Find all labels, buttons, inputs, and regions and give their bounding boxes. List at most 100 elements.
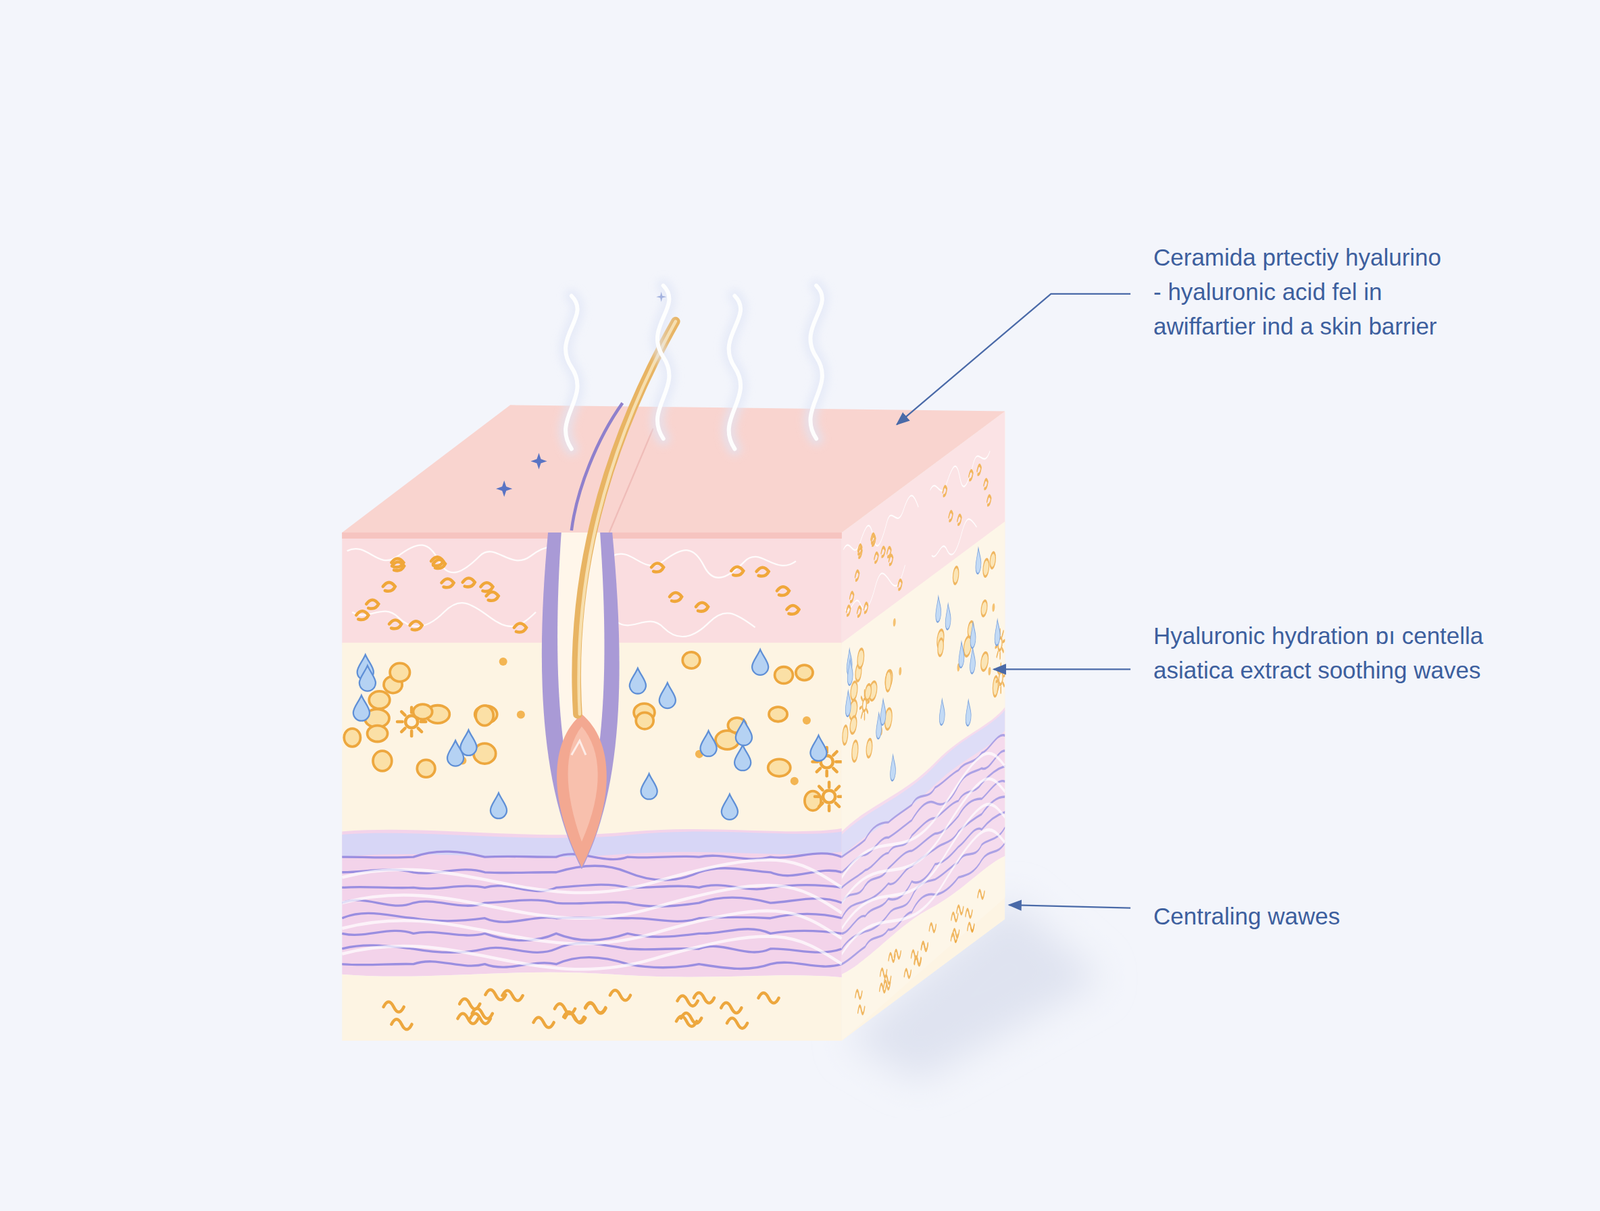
callout-label: Centraling wawes xyxy=(1153,898,1465,934)
cell-fleck xyxy=(480,582,493,592)
sun-ray xyxy=(827,782,832,788)
sun-ray xyxy=(827,805,832,811)
sun-ray xyxy=(835,760,842,764)
callout-label: Ceramida prtectiy hyalurino - hyaluronic… xyxy=(1153,239,1451,344)
sun-ray xyxy=(401,711,405,715)
sun-ray xyxy=(410,731,414,737)
cell xyxy=(768,706,788,722)
cell-fleck xyxy=(651,562,664,572)
cell xyxy=(413,704,433,719)
cell xyxy=(475,705,494,725)
cell-fleck xyxy=(410,620,423,630)
water-droplet xyxy=(752,649,769,675)
fat-squiggle xyxy=(502,990,523,1001)
water-droplet xyxy=(810,735,827,761)
cell-dot xyxy=(802,716,811,725)
sun-ray xyxy=(835,802,840,807)
cell-fleck xyxy=(389,619,402,629)
cell-fleck xyxy=(669,592,682,602)
cell-dot xyxy=(499,657,508,666)
fibre-wave xyxy=(341,859,842,893)
cell xyxy=(368,691,390,709)
fibre-wave xyxy=(341,910,842,944)
cell-fleck xyxy=(786,605,799,615)
sun-ray xyxy=(818,802,823,807)
sparkles xyxy=(495,291,667,497)
water-droplet xyxy=(659,682,676,709)
fibre-wave xyxy=(341,936,842,970)
water-droplet xyxy=(641,773,658,800)
sun-ray xyxy=(825,770,829,777)
cell-fleck xyxy=(366,600,379,609)
water-droplet xyxy=(359,665,376,692)
fibre-wave xyxy=(341,851,842,860)
sun-ray xyxy=(816,768,821,772)
sun-ray xyxy=(401,728,405,732)
cell-fleck xyxy=(462,578,475,588)
cell-fleck xyxy=(486,591,499,601)
cell xyxy=(343,728,361,747)
cell-fleck xyxy=(441,578,454,588)
cell-dot xyxy=(516,710,525,719)
cell-fleck xyxy=(514,623,527,633)
water-droplet xyxy=(490,792,507,819)
sun-ray xyxy=(833,768,837,772)
fat-squiggle xyxy=(693,992,715,1003)
fibre-wave xyxy=(341,897,842,907)
cell-fleck xyxy=(756,567,769,577)
water-droplet xyxy=(721,793,738,820)
fibre-wave xyxy=(341,865,842,880)
sun-ray xyxy=(420,720,427,724)
sun-ray xyxy=(838,794,842,798)
fibre-wave xyxy=(341,885,842,919)
sun-cell xyxy=(822,790,836,803)
fat-squiggle xyxy=(457,1013,478,1024)
cell xyxy=(775,666,794,684)
cell xyxy=(416,759,436,778)
water-droplet xyxy=(460,729,477,756)
sun-ray xyxy=(835,786,840,790)
cell xyxy=(795,664,813,680)
steam-waves xyxy=(565,285,823,450)
water-droplet xyxy=(447,740,464,767)
cell xyxy=(389,662,410,682)
fat-squiggle xyxy=(727,1018,748,1029)
sun-ray xyxy=(397,720,403,724)
cell-dot xyxy=(790,777,799,786)
water-droplet xyxy=(734,745,751,771)
cell-fleck xyxy=(383,582,396,592)
water-droplet xyxy=(629,668,646,694)
fat-squiggle xyxy=(391,1018,412,1030)
skin-layers xyxy=(341,532,842,1041)
sun-ray xyxy=(833,751,837,755)
sun-ray xyxy=(814,794,821,798)
fat-squiggle xyxy=(383,1001,405,1012)
cell xyxy=(635,712,654,730)
fat-squiggle xyxy=(563,1011,584,1022)
callout-label: Hyaluronic hydration ɒı centella asiatic… xyxy=(1153,618,1498,688)
fibre-wave xyxy=(341,929,842,941)
cell-fleck xyxy=(391,562,405,571)
fat-squiggle xyxy=(676,1016,697,1027)
fibre-wave xyxy=(341,956,842,969)
fat-squiggle xyxy=(720,1002,742,1013)
cell-fleck xyxy=(695,602,709,612)
fat-squiggle xyxy=(610,989,631,1000)
cell-fleck xyxy=(777,586,790,596)
leader-lines xyxy=(896,293,1131,909)
water-droplet xyxy=(735,719,753,746)
cell-fleck xyxy=(731,566,744,576)
fat-squiggle xyxy=(758,992,779,1003)
cell xyxy=(367,725,388,742)
cell xyxy=(682,652,700,669)
fat-squiggle xyxy=(459,998,480,1009)
cell-fleck xyxy=(431,556,444,566)
cell xyxy=(768,758,791,776)
water-droplet xyxy=(353,695,370,721)
cell-fleck xyxy=(356,610,369,620)
fat-squiggle xyxy=(585,1002,606,1013)
cell xyxy=(372,750,392,771)
sun-ray xyxy=(418,728,422,732)
water-droplet xyxy=(700,730,717,757)
